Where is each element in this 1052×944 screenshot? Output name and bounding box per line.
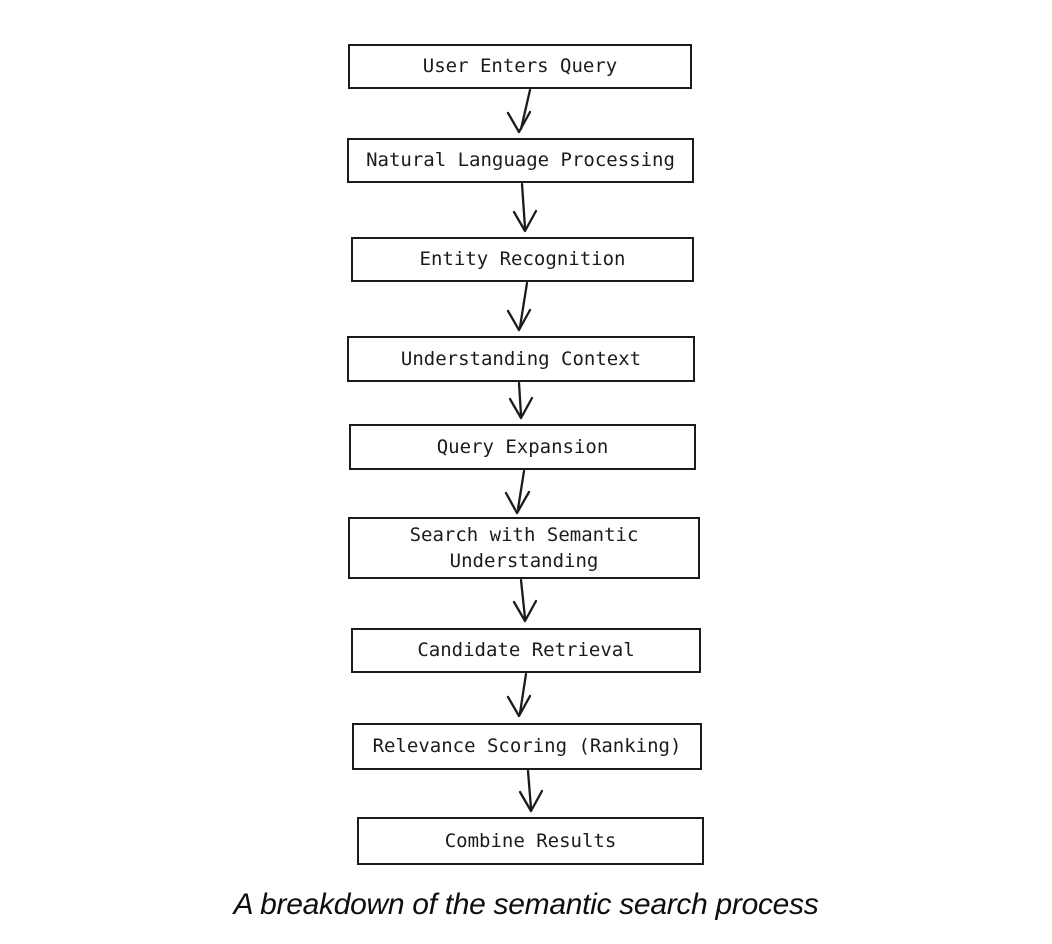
- node-entity-recognition: Entity Recognition: [351, 237, 694, 282]
- arrowhead-icon: [506, 308, 532, 332]
- arrowhead-icon: [518, 789, 544, 813]
- node-natural-language-processing: Natural Language Processing: [347, 138, 694, 183]
- node-query-expansion: Query Expansion: [349, 424, 696, 470]
- arrowhead-icon: [506, 694, 532, 718]
- arrow-7: [506, 672, 532, 718]
- node-search-with-semantic-understanding: Search with Semantic Understanding: [348, 517, 700, 579]
- arrowhead-icon: [508, 396, 534, 420]
- diagram-caption: A breakdown of the semantic search proce…: [233, 888, 819, 921]
- node-understanding-context: Understanding Context: [347, 336, 695, 382]
- arrowhead-icon: [512, 599, 538, 623]
- arrow-1: [506, 88, 532, 134]
- arrowhead-icon: [504, 490, 531, 515]
- arrow-5: [504, 469, 531, 515]
- arrow-8: [518, 769, 544, 813]
- node-user-enters-query: User Enters Query: [348, 44, 692, 89]
- arrowhead-icon: [512, 209, 538, 233]
- node-candidate-retrieval: Candidate Retrieval: [351, 628, 701, 673]
- arrow-4: [508, 381, 534, 420]
- node-combine-results: Combine Results: [357, 817, 704, 865]
- arrow-6: [512, 578, 538, 623]
- arrow-3: [506, 281, 532, 332]
- arrowhead-icon: [506, 110, 532, 134]
- arrow-2: [512, 182, 538, 233]
- node-relevance-scoring-ranking: Relevance Scoring (Ranking): [352, 723, 702, 770]
